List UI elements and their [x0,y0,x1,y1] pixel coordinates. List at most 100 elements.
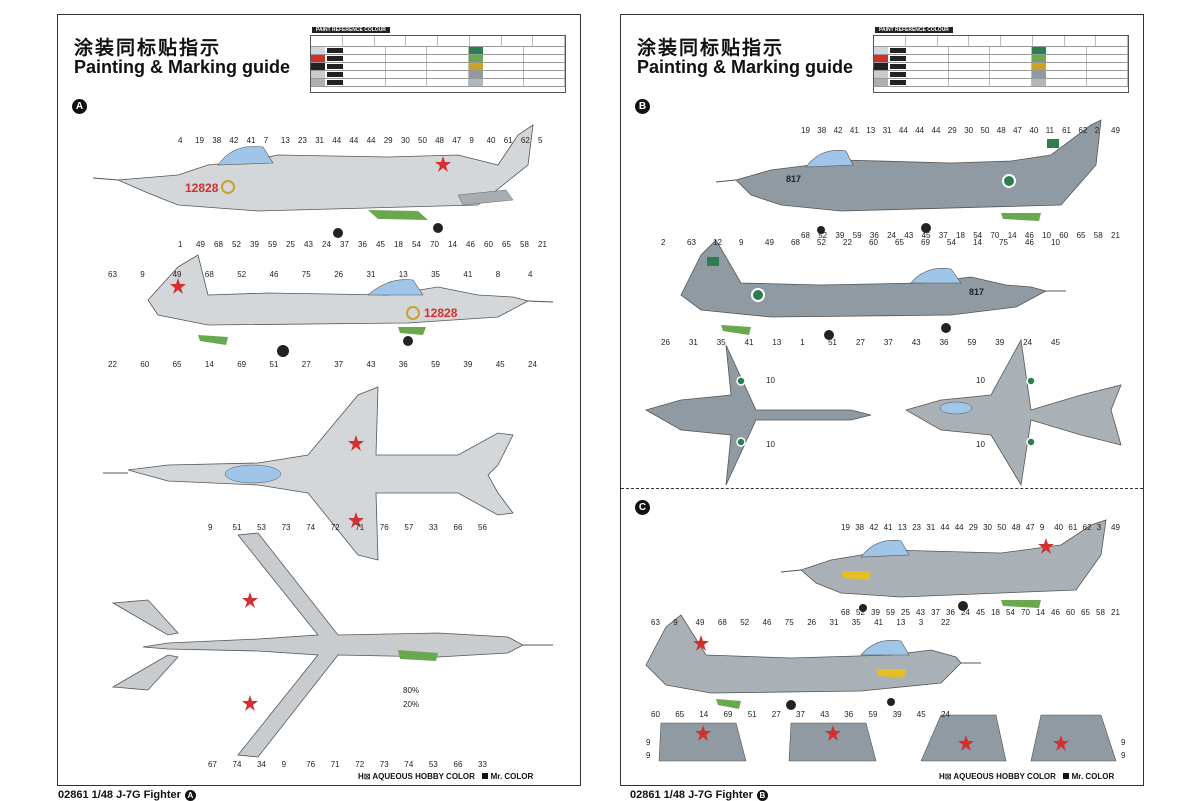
callout-number: 49 [1111,523,1120,532]
callout-number: 41 [745,338,754,347]
callout-number: 9 [739,238,744,247]
callout-number: 62 [521,136,530,145]
callout-number: 52 [232,240,241,249]
callout-number: 54 [1006,608,1015,617]
callout-number: 12 [713,238,722,247]
callout-number: 53 [257,523,266,532]
callout-number: 69 [724,710,733,719]
callout-number: 63 [651,618,660,627]
callout-number: 70 [990,231,999,240]
callout-number: 1 [800,338,805,347]
callout-number: 58 [520,240,529,249]
footer-badge-right: B [756,789,768,801]
callout-number: 44 [932,126,941,135]
callout-number: 39 [835,231,844,240]
callout-number: 2 [661,238,666,247]
callout-number: 13 [866,126,875,135]
callout-number: 41 [463,270,472,279]
callout-number: 11 [1046,126,1055,135]
callout-number: 18 [991,608,1000,617]
callout-number: 14 [205,360,214,369]
callout-number: 9 [208,523,213,532]
callout-number: 19 [195,136,204,145]
callout-number: 49 [1111,126,1120,135]
scheme-b-side-view-right: 817 [680,239,1066,340]
callout-number: 9 [1121,751,1126,760]
callout-number: 72 [355,760,364,769]
footer-code-left: 02861 1/48 J-7G Fighter [58,789,181,801]
percent-tag-20: 20% [403,700,419,709]
callout-number: 47 [1026,523,1035,532]
callout-number: 29 [969,523,978,532]
paint-reference-caption: PAINT REFERENCE COLOUR [312,27,390,33]
callout-number: 74 [306,523,315,532]
callout-number: 44 [332,136,341,145]
callout-number: 52 [817,238,826,247]
serial-number-side-2: 12828 [424,306,458,320]
callout-number: 8 [496,270,501,279]
callout-number: 58 [1094,231,1103,240]
callout-number: 31 [367,270,376,279]
callout-number: 42 [834,126,843,135]
callout-number: 29 [384,136,393,145]
callout-number: 65 [895,238,904,247]
callout-number: 54 [973,231,982,240]
callout-number: 49 [696,618,705,627]
callout-number: 68 [205,270,214,279]
callout-number: 46 [763,618,772,627]
callout-number: 46 [1025,231,1034,240]
scheme-b-c-drawings: 817 817 [644,119,1126,762]
callout-number: 25 [901,608,910,617]
callout-number: 37 [340,240,349,249]
callout-number: 31 [883,126,892,135]
page-title-en-right: Painting & Marking guide [637,57,854,77]
callout-number: 68 [841,608,850,617]
callout-number: 22 [941,618,950,627]
callout-number: 14 [973,238,982,247]
callout-number: 31 [926,523,935,532]
callout-number: 60 [1066,608,1075,617]
callout-number: 30 [983,523,992,532]
callout-number: 9 [469,136,474,145]
callout-number: 35 [717,338,726,347]
callout-number: 70 [430,240,439,249]
callout-number: 4 [528,270,533,279]
callout-number: 14 [448,240,457,249]
callout-number: 59 [268,240,277,249]
callout-number: 10 [1042,231,1051,240]
callout-number: 45 [922,231,931,240]
paint-reference-table-right [873,35,1129,93]
paint-reference-caption-right: PAINT REFERENCE COLOUR [875,27,953,33]
callout-number: 48 [997,126,1006,135]
callout-number: 7 [264,136,269,145]
callout-number: 14 [699,710,708,719]
callout-number: 66 [454,523,463,532]
callout-number: 24 [528,360,537,369]
mr-color-square-icon [481,773,488,779]
page-title-cn: 涂装同标贴指示 [74,37,222,59]
callout-number: 35 [852,618,861,627]
callout-number: 47 [452,136,461,145]
callout-number: 54 [947,238,956,247]
callout-number: 36 [844,710,853,719]
legend-hobby-color: H⊠ AQUEOUS HOBBY COLOR [358,772,475,781]
callout-number: 52 [856,608,865,617]
scheme-b-side-view-left: 817 [715,119,1102,234]
callout-number: 42 [869,523,878,532]
callout-number: 40 [1054,523,1063,532]
aircraft-bottom-plan-view [111,532,553,758]
mr-color-square-icon-right [1062,773,1069,779]
callout-number: 48 [435,136,444,145]
callout-number: 26 [807,618,816,627]
callout-number: 59 [886,608,895,617]
callout-number: 23 [912,523,921,532]
callout-number: 67 [208,760,217,769]
callout-number: 3 [919,618,924,627]
callout-number: 46 [1025,238,1034,247]
callout-number: 43 [904,231,913,240]
callout-number: 68 [718,618,727,627]
callout-number: 61 [1068,523,1077,532]
serial-number-b-1: 817 [786,174,801,184]
